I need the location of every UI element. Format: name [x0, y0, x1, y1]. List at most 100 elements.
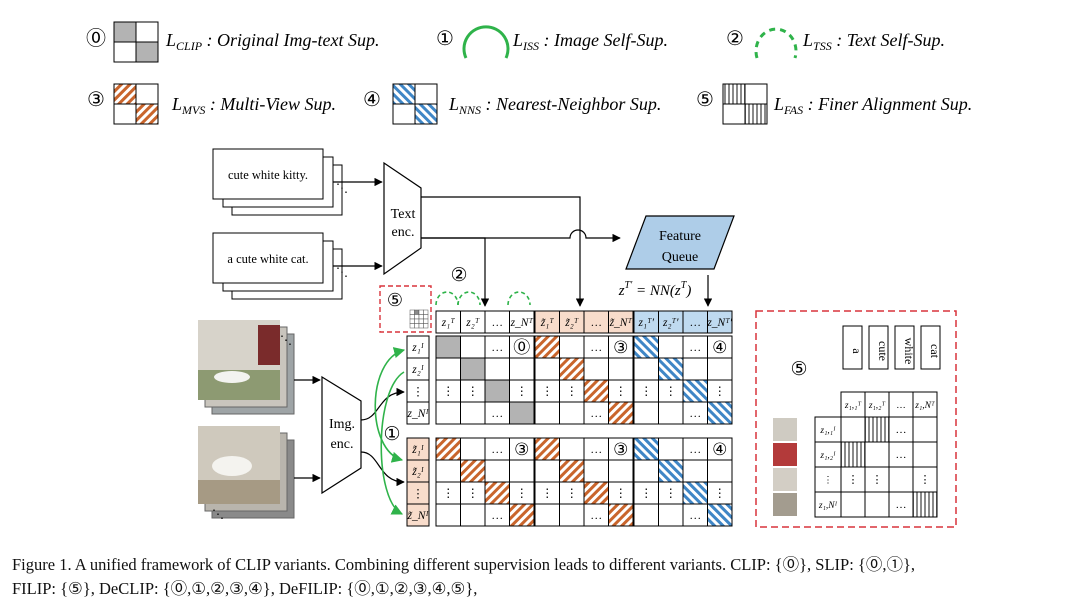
- vdots: ⋮: [516, 486, 528, 500]
- fine-cell: [912, 416, 938, 443]
- row-label: ⋮: [412, 488, 424, 500]
- legend-number: ②: [726, 28, 744, 50]
- fine-cell: [840, 441, 866, 468]
- header-label: z₂ᵀ: [465, 317, 479, 329]
- text-input-stack-2: a cute white cat. ⋱: [212, 232, 348, 300]
- svg-text:enc.: enc.: [392, 225, 415, 240]
- svg-text:z₁,Nᵀ: z₁,Nᵀ: [914, 401, 935, 411]
- legend-item-fas: ⑤ LFAS : Finer Alignment Sup.: [696, 83, 972, 125]
- token-box: [842, 325, 863, 370]
- dashed-arc-icon: [754, 27, 798, 59]
- matrix-cell: [435, 503, 461, 527]
- mini-cell: [423, 323, 429, 329]
- vdots: ⋮: [640, 384, 652, 398]
- vdots: ⋮: [467, 486, 479, 500]
- matrix-mvs-1: ⋮…⋮⋮…③: [534, 335, 634, 425]
- mini-cell: [423, 314, 429, 320]
- legend-item-clip: ⓪ LCLIP : Original Img-text Sup.: [86, 21, 380, 63]
- matrix-cell: [583, 459, 609, 483]
- vdots: ⋮: [566, 384, 578, 398]
- svg-text:⑤: ⑤: [387, 290, 403, 310]
- vdots: ⋮: [665, 486, 677, 500]
- hdots: …: [689, 442, 701, 456]
- token-box: [868, 325, 889, 370]
- mini-cell: [414, 314, 420, 320]
- matrix-cell: [682, 481, 708, 505]
- matrix-cell: [460, 503, 486, 527]
- feature-queue: Feature Queue: [625, 215, 735, 270]
- svg-text:LFAS : Finer Alignment Sup.: LFAS : Finer Alignment Sup.: [773, 94, 972, 117]
- matrix-cell: [484, 481, 510, 505]
- legend-number: ①: [436, 28, 454, 50]
- matrix-cell: [682, 357, 708, 381]
- hdots: …: [590, 340, 602, 354]
- svg-text:LISS : Image Self-Sup.: LISS : Image Self-Sup.: [512, 30, 668, 53]
- svg-text:…: …: [896, 424, 907, 436]
- row-label: z̃₂ᴵ: [411, 466, 424, 478]
- ellipsis: ⋱: [280, 333, 292, 347]
- fine-cell: [840, 491, 866, 518]
- svg-text:z₁,Nᴵ: z₁,Nᴵ: [818, 501, 838, 511]
- header-label: z̃₂ᵀ: [564, 317, 578, 329]
- fine-cell: [888, 441, 914, 468]
- fine-cell: [864, 441, 890, 468]
- fine-cell: [912, 441, 938, 468]
- label-two: ②: [450, 265, 467, 286]
- matrix-nns-1: ⋮…⋮⋮…④: [633, 335, 733, 425]
- mini-cell: [423, 309, 429, 315]
- svg-text:enc.: enc.: [331, 437, 354, 452]
- hdots: …: [689, 406, 701, 420]
- fine-col-header: [888, 391, 914, 418]
- svg-text:LMVS : Multi-View Sup.: LMVS : Multi-View Sup.: [171, 94, 336, 117]
- svg-text:Text: Text: [391, 207, 416, 222]
- nn-formula: zT′ = NN(zT): [618, 280, 692, 299]
- text-encoder: Text enc.: [383, 161, 422, 276]
- header-label: z_Nᵀ′: [706, 317, 732, 329]
- rowheader-zI-tilde: z̃₁ᴵz̃₂ᴵ⋮z̃_Nᴵ: [406, 437, 430, 527]
- svg-text:…: …: [896, 401, 906, 411]
- matrix-cell: [608, 357, 634, 381]
- legend-number: ⓪: [86, 27, 106, 50]
- svg-text:z₁,₁ᴵ: z₁,₁ᴵ: [819, 426, 836, 436]
- legend-number: ③: [87, 89, 105, 111]
- mini-cell: [418, 318, 424, 324]
- token-text: cute: [876, 341, 890, 361]
- legend-symbol: L: [165, 30, 176, 50]
- row-label: z_Nᴵ: [407, 408, 430, 420]
- header-label: z₁ᵀ′: [638, 317, 655, 329]
- vdots: ⋮: [566, 486, 578, 500]
- mini-cell: [409, 314, 415, 320]
- hdots: …: [689, 340, 701, 354]
- matrix-cell: [534, 459, 560, 483]
- header-label: …: [690, 317, 702, 329]
- svg-text:⋮: ⋮: [872, 474, 883, 486]
- mini-cell: [414, 318, 420, 324]
- svg-text:z₁,₂ᵀ: z₁,₂ᵀ: [868, 401, 886, 411]
- image-encoder: Img. enc.: [321, 375, 362, 495]
- matrix-mvs-3: ⋮…⋮⋮…③: [534, 437, 634, 527]
- matrix-cell: [559, 459, 585, 483]
- matrix-id: ④: [712, 338, 727, 357]
- row-label: z₂ᴵ: [411, 364, 424, 376]
- legend-icon-clip: [113, 21, 159, 63]
- svg-text:z₁,₁ᵀ: z₁,₁ᵀ: [844, 401, 862, 411]
- matrix-cell: [435, 437, 461, 461]
- fas-indicator: ⑤: [379, 285, 432, 333]
- mini-cell: [418, 323, 424, 329]
- matrix-cell: [484, 379, 510, 403]
- header-label: z_Nᵀ: [510, 317, 534, 329]
- vdots: ⋮: [541, 486, 553, 500]
- matrix-mvs-2: ⋮…⋮⋮…③: [435, 437, 535, 527]
- header-label: z₂ᵀ′: [662, 317, 679, 329]
- matrix-nns-2: ⋮…⋮⋮…④: [633, 437, 733, 527]
- token-text: white: [902, 338, 916, 365]
- fine-cell: [864, 416, 890, 443]
- vdots: ⋮: [615, 486, 627, 500]
- image-stack-2: ⋱: [198, 426, 295, 521]
- text-input-stack-1: cute white kitty. ⋱: [212, 148, 348, 216]
- svg-text:⋮: ⋮: [848, 474, 859, 486]
- matrix-cell: [460, 335, 486, 359]
- image-stack-1: ⋱: [198, 320, 295, 415]
- matrix-cell: [435, 459, 461, 483]
